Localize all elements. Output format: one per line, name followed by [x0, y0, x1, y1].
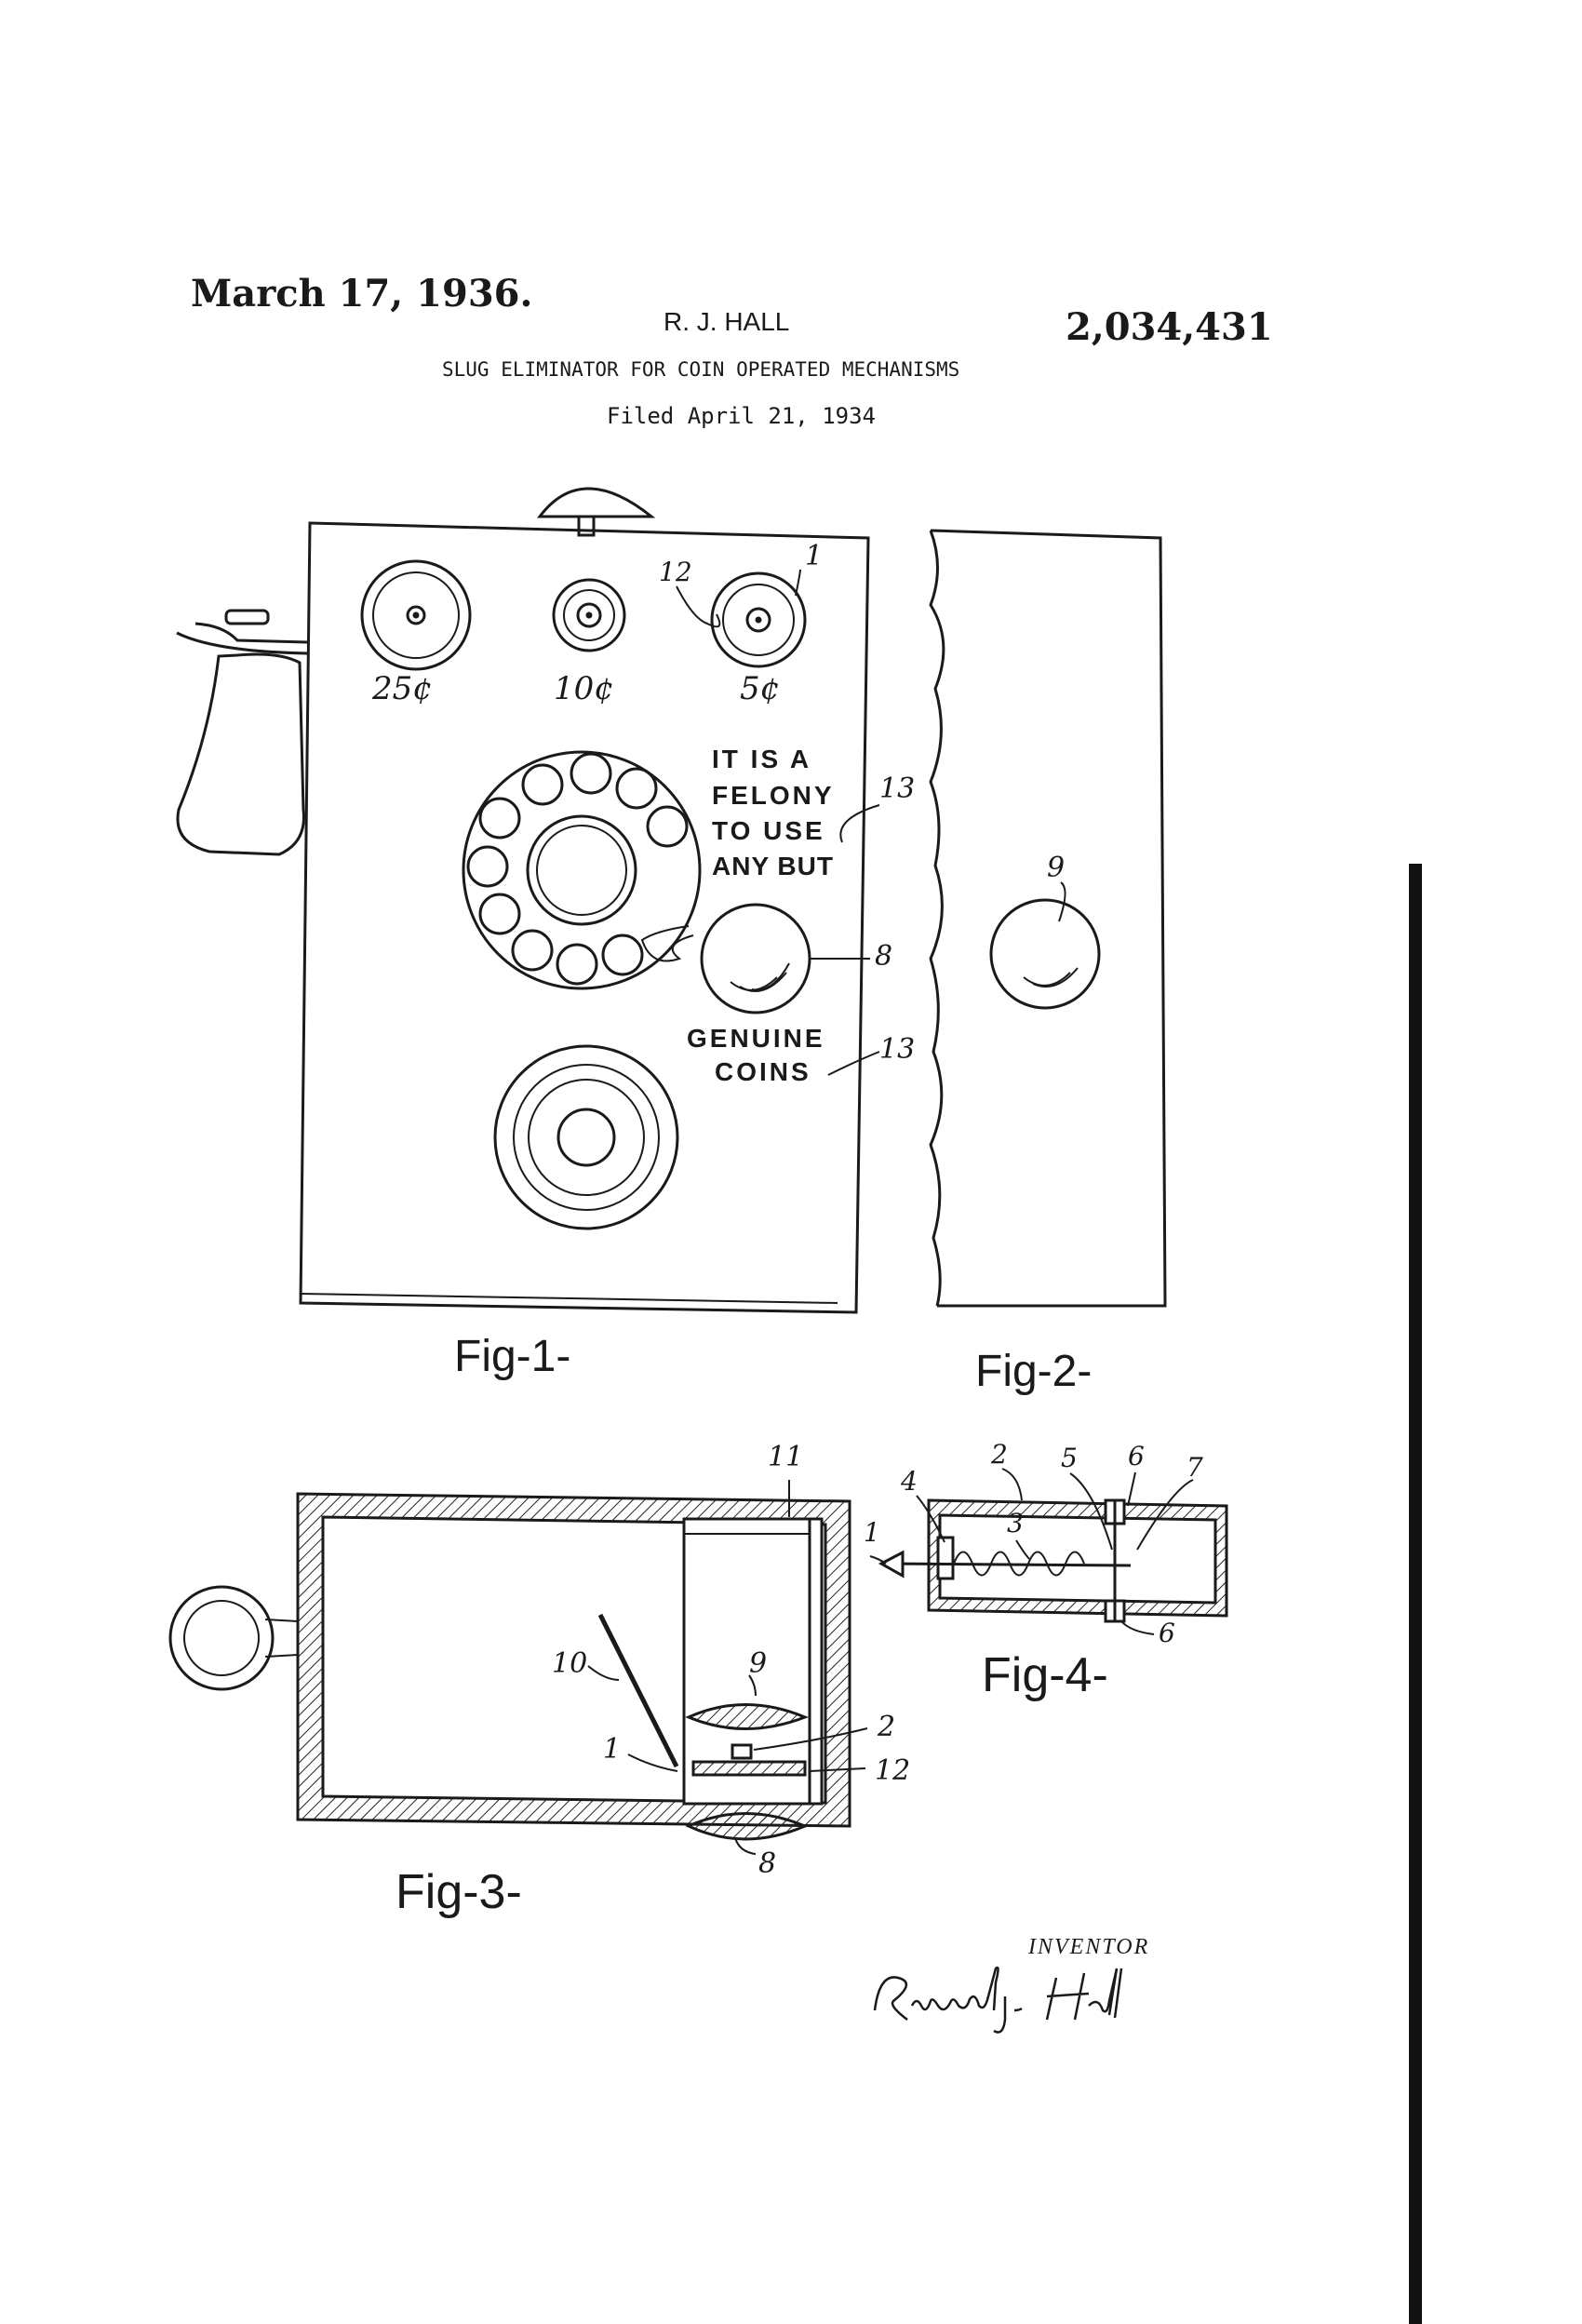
- slug-button-8-icon: [700, 903, 811, 1014]
- warning-line-6: COINS: [715, 1057, 811, 1086]
- fig3-ref-1: 1: [603, 1733, 622, 1766]
- fig1-ref-13-top: 13: [879, 772, 916, 805]
- hook-button: [536, 487, 656, 518]
- fig4-ref-2: 2: [991, 1439, 1008, 1470]
- fig1-case-inner: [300, 1293, 838, 1304]
- filing-date: Filed April 21, 1934: [607, 403, 876, 429]
- inventor-signature: [873, 1966, 1123, 2034]
- warning-line-2: FELONY: [712, 781, 835, 810]
- fig1-ref-13-bottom: 13: [879, 1033, 916, 1066]
- fig4-ref-1: 1: [864, 1517, 880, 1548]
- fig4-ref-6-top: 6: [1128, 1441, 1145, 1471]
- fig3-ref-8: 8: [758, 1847, 777, 1880]
- pin-1-tip: [878, 1550, 905, 1578]
- inventor-heading: R. J. HALL: [664, 307, 790, 336]
- fig2-break-line: [929, 530, 945, 1307]
- warning-line-5: GENUINE: [687, 1024, 825, 1053]
- slot-25-outer: [360, 559, 472, 671]
- warning-line-4: ANY BUT: [712, 852, 834, 880]
- fig3-wall: [296, 1492, 851, 1828]
- coin-label-25: 25¢: [372, 670, 433, 707]
- mouthpiece-icon: [493, 1044, 679, 1230]
- fig4-ref-4: 4: [901, 1466, 918, 1497]
- lens-9: [685, 1703, 810, 1730]
- lens-8: [685, 1812, 809, 1841]
- fig4-ref-3: 3: [1007, 1508, 1024, 1538]
- fig4-ref-5: 5: [1061, 1443, 1078, 1473]
- hook-stem: [577, 515, 596, 537]
- margin-bar: [1409, 864, 1422, 2324]
- fig4-ref-7: 7: [1186, 1452, 1203, 1483]
- fig2-button-9-icon: [989, 898, 1101, 1010]
- fig2-caption: Fig-2-: [975, 1347, 1093, 1396]
- patent-number: 2,034,431: [1066, 305, 1273, 349]
- fig1-ref-1: 1: [805, 540, 824, 572]
- slot-10-outer: [552, 578, 626, 652]
- fig3-ref-12: 12: [875, 1754, 911, 1787]
- coin-label-10: 10¢: [554, 670, 614, 707]
- fig3-ref-10: 10: [552, 1647, 588, 1680]
- fig4-wall: [927, 1498, 1228, 1618]
- fig3-ref-9: 9: [749, 1647, 768, 1680]
- coin-label-5: 5¢: [740, 670, 781, 707]
- fig1-ref-12: 12: [659, 557, 692, 587]
- patent-date: March 17, 1936.: [191, 272, 533, 316]
- fig3-ref-11: 11: [768, 1441, 804, 1473]
- fig1-telephone: [176, 487, 880, 1314]
- fig1-case: [299, 521, 870, 1314]
- fig2-side-view: [929, 529, 1167, 1308]
- fig4-caption: Fig-4-: [982, 1648, 1108, 1702]
- fig2-outline: [930, 529, 1167, 1308]
- fig4-section: [869, 1468, 1228, 1635]
- fig4-ref-6-bottom: 6: [1159, 1618, 1175, 1648]
- fig2-ref-9: 9: [1047, 852, 1066, 884]
- fig3-ref-2: 2: [878, 1711, 896, 1743]
- lever-10: [597, 1613, 679, 1768]
- warning-line-3: TO USE: [712, 816, 825, 845]
- inventor-label: INVENTOR: [1028, 1935, 1150, 1959]
- fig3-caption: Fig-3-: [396, 1865, 522, 1919]
- rotary-dial-icon: [462, 750, 702, 990]
- slot-5-outer: [710, 571, 807, 668]
- part-2: [731, 1743, 753, 1760]
- spring-3: [953, 1551, 1085, 1577]
- fig1-caption: Fig-1-: [454, 1332, 571, 1381]
- warning-line-1: IT IS A: [712, 745, 812, 773]
- fig3-section: [168, 1480, 868, 1855]
- fig1-ref-8: 8: [875, 940, 893, 973]
- patent-title: SLUG ELIMINATOR FOR COIN OPERATED MECHAN…: [442, 358, 960, 381]
- fig3-receiver-icon: [168, 1585, 299, 1691]
- receiver-icon: [176, 609, 308, 856]
- plate-12: [691, 1760, 807, 1777]
